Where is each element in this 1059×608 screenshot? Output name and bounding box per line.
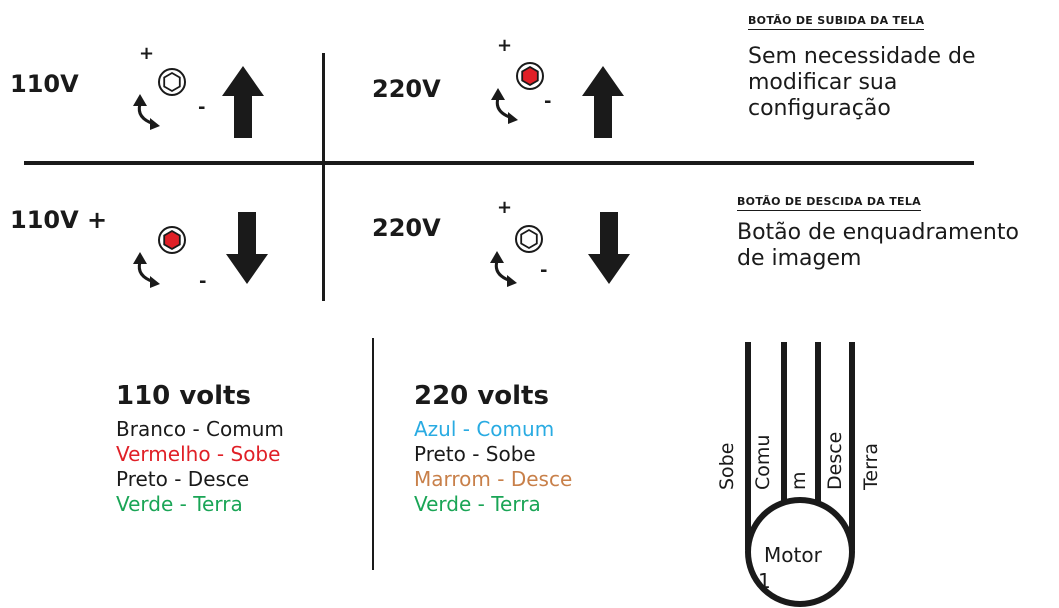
rotate-arrowhead-icon [490, 251, 504, 263]
adjust-knob-top-left [133, 68, 186, 130]
caption-title-up: BOTÃO DE SUBIDA DA TELA [748, 14, 925, 30]
rotate-arrowhead-icon [491, 88, 505, 100]
caption-desc-down: Botão de enquadramento de imagem [737, 220, 1019, 272]
minus-sign-bottom-left: - [199, 271, 207, 292]
down-arrow-icon [226, 212, 268, 284]
up-arrow-shape [582, 66, 624, 138]
caption-desc-line: modificar sua [748, 70, 898, 95]
wire-label-comum: Comu [752, 434, 774, 490]
adjust-knob-bottom-left [133, 226, 186, 288]
down-arrow-shape [226, 212, 268, 284]
knob-hex-icon [163, 229, 181, 251]
rotate-arrowtail-icon [507, 275, 517, 287]
rotate-arrowtail-icon [150, 276, 160, 288]
caption-desc-line: de imagem [737, 246, 862, 271]
motor-label-line: 1 [758, 569, 771, 593]
wire-line: Branco - Comum [116, 417, 284, 441]
caption-desc-line: Botão de enquadramento [737, 220, 1019, 245]
motor-label-line: Motor [764, 543, 822, 567]
down-arrow-icon [588, 212, 630, 284]
motor-diagram [745, 342, 855, 607]
wire-label-comum-end: m [788, 471, 810, 490]
motor-wires [745, 342, 855, 550]
plus-sign-bottom-right: + [497, 197, 513, 218]
knob-hex-icon [163, 71, 181, 93]
wiring-divider [372, 338, 374, 570]
rotate-arrowtail-icon [508, 112, 518, 124]
wire-line: Preto - Sobe [414, 442, 536, 466]
wire-label-terra: Terra [860, 443, 882, 490]
down-arrow-shape [588, 212, 630, 284]
caption-desc-line: configuração [748, 96, 891, 121]
voltage-label-top-left: 110V [10, 70, 79, 98]
knob-hex-icon [520, 228, 538, 250]
up-arrow-shape [222, 66, 264, 138]
up-arrow-icon [222, 66, 264, 138]
caption-desc-up: Sem necessidade de modificar sua configu… [748, 44, 976, 122]
wiring-110-group: 110 volts Branco - Comum Vermelho - Sobe… [116, 381, 284, 517]
adjust-knob-bottom-right [490, 225, 543, 287]
wire-label-sobe: Sobe [716, 442, 738, 490]
caption-title-down: BOTÃO DE DESCIDA DA TELA [737, 195, 921, 211]
up-arrow-icon [582, 66, 624, 138]
motor-body [745, 497, 855, 607]
motor-label: Motor 1 [758, 542, 822, 594]
wire-line: Verde - Terra [116, 492, 243, 516]
minus-sign-bottom-right: - [540, 260, 548, 281]
plus-sign-top-left: + [139, 43, 155, 64]
plus-sign-top-right: + [497, 35, 513, 56]
vertical-divider [322, 53, 325, 301]
rotate-arrowhead-icon [133, 94, 147, 106]
adjust-knob-top-right [491, 62, 544, 124]
minus-sign-top-left: - [198, 97, 206, 118]
voltage-label-top-right: 220V [372, 75, 441, 103]
horizontal-divider [24, 161, 974, 165]
wiring-110-title: 110 volts [116, 381, 251, 411]
caption-desc-line: Sem necessidade de [748, 44, 976, 69]
wiring-220-group: 220 volts Azul - Comum Preto - Sobe Marr… [414, 381, 572, 517]
wire-line: Vermelho - Sobe [116, 442, 281, 466]
wire-line: Marrom - Desce [414, 467, 573, 491]
voltage-label-bottom-right: 220V [372, 214, 441, 242]
rotate-arrowtail-icon [150, 118, 160, 130]
wire-line: Verde - Terra [414, 492, 541, 516]
voltage-label-bottom-left: 110V + [10, 206, 108, 234]
wire-label-desce: Desce [824, 431, 846, 490]
wiring-220-title: 220 volts [414, 381, 549, 411]
rotate-arrowhead-icon [133, 252, 147, 264]
minus-sign-top-right: - [544, 91, 552, 112]
wire-line: Preto - Desce [116, 467, 250, 491]
knob-hex-icon [521, 65, 539, 87]
wire-line: Azul - Comum [414, 417, 555, 441]
